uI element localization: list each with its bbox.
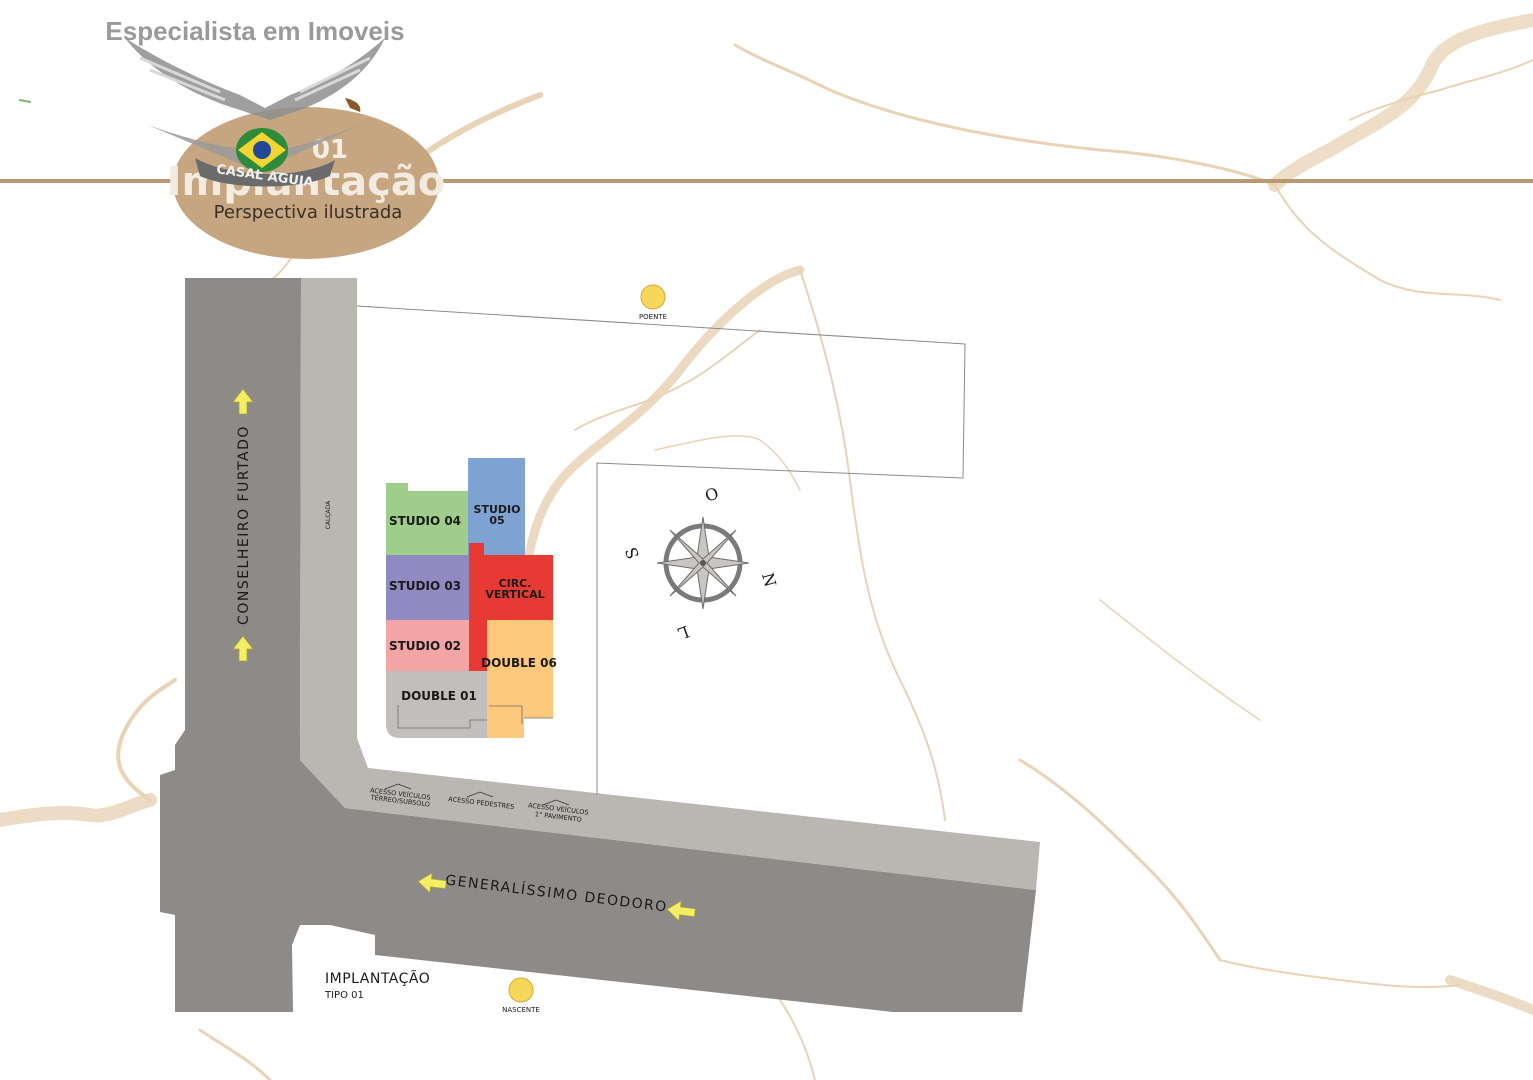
property-outline xyxy=(356,305,966,795)
unit-double-01 xyxy=(386,671,487,738)
label-studio-04: STUDIO 04 xyxy=(389,514,461,528)
sun-west-icon xyxy=(640,284,666,310)
unit-double-06 xyxy=(487,620,553,738)
label-studio-05-line1: STUDIO xyxy=(474,503,521,516)
unit-circ-vertical xyxy=(469,543,553,671)
arrow-left-icon-2 xyxy=(666,900,696,922)
sun-east-label: NASCENTE xyxy=(502,1006,540,1014)
sun-west-label: POENTE xyxy=(639,313,667,321)
street-name-vertical: CONSELHEIRO FURTADO xyxy=(236,425,252,625)
roads xyxy=(160,278,1040,1012)
building-plan xyxy=(386,458,553,738)
label-studio-02: STUDIO 02 xyxy=(389,639,461,653)
street-asphalt xyxy=(160,278,1036,1012)
unit-studio-03 xyxy=(386,555,469,620)
arrow-up-icon xyxy=(232,388,254,415)
header-subtitle: Perspectiva ilustrada xyxy=(214,202,403,223)
label-circ-line2: VERTICAL xyxy=(485,588,544,601)
traffic-arrows xyxy=(232,388,696,922)
access-markers xyxy=(384,783,570,806)
label-studio-05-line2: 05 xyxy=(489,514,504,527)
label-double-06: DOUBLE 06 xyxy=(481,656,557,670)
compass-west: O xyxy=(702,483,721,505)
unit-studio-05 xyxy=(468,458,525,555)
sidewalk-label: CALÇADA xyxy=(325,500,332,529)
arrow-up-icon-2 xyxy=(232,635,254,662)
unit-studio-02 xyxy=(386,620,469,671)
arrow-left-icon xyxy=(417,872,447,894)
plan-subtitle: TIPO 01 xyxy=(324,990,364,1001)
compass-rose xyxy=(656,516,750,610)
label-studio-03: STUDIO 03 xyxy=(389,579,461,593)
label-circ-line1: CIRC. xyxy=(499,577,532,590)
unit-studio-04 xyxy=(386,483,468,555)
logo-tagline: Especialista em Imoveis xyxy=(105,16,404,46)
sun-east-icon xyxy=(508,977,534,1003)
compass-east: L xyxy=(675,622,692,644)
label-double-01: DOUBLE 01 xyxy=(401,689,477,703)
compass-south: S xyxy=(621,545,643,562)
plan-title: IMPLANTAÇÃO xyxy=(325,970,430,987)
header-rule xyxy=(0,179,1533,183)
compass-north: N xyxy=(758,571,780,589)
eagle-logo: Especialista em Imoveis CASAL AGUIA xyxy=(105,16,404,191)
